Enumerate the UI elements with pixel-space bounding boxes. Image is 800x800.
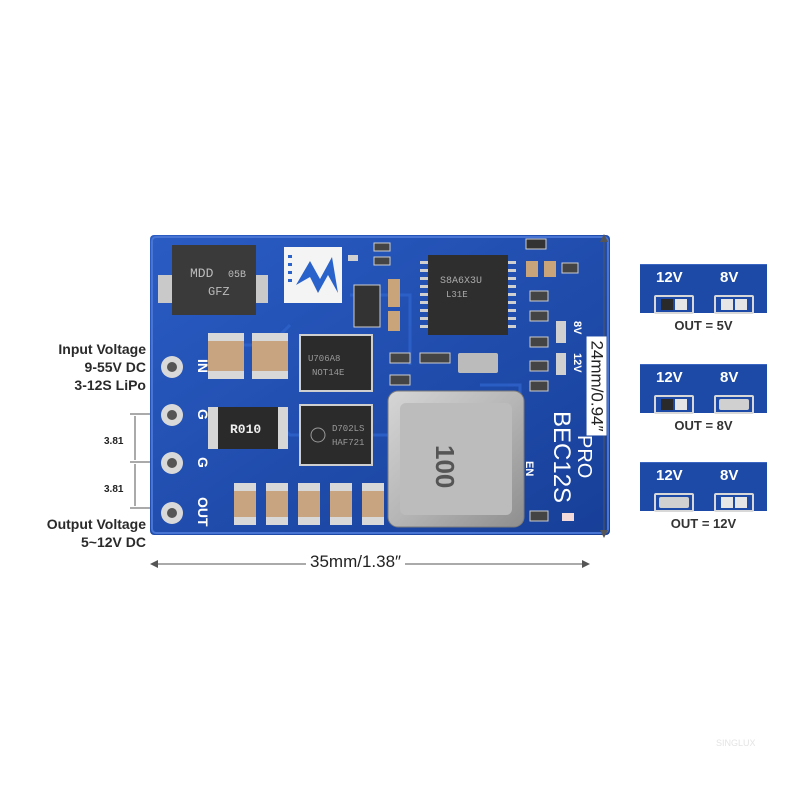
svg-text:MDD: MDD — [190, 266, 214, 281]
pitch-label-1: 3.81 — [104, 436, 124, 447]
svg-text:05B: 05B — [228, 270, 246, 281]
svg-text:HAF721: HAF721 — [332, 438, 364, 448]
pad-label-g2: G — [195, 457, 211, 468]
svg-text:L31E: L31E — [446, 290, 468, 300]
jumper-caption-12v: OUT = 12V — [670, 516, 737, 531]
svg-text:U706A8: U706A8 — [308, 354, 340, 364]
height-dimension-label: 24mm/0.94″ — [586, 336, 607, 436]
output-voltage-title: Output Voltage — [46, 516, 146, 532]
output-voltage-range: 5~12V DC — [81, 534, 146, 550]
input-voltage-title: Input Voltage — [58, 341, 146, 357]
jumper-caption-8v: OUT = 8V — [674, 418, 733, 433]
jumper-caption-5v: OUT = 5V — [674, 318, 733, 333]
svg-text:D702LS: D702LS — [332, 424, 364, 434]
svg-text:S8A6X3U: S8A6X3U — [440, 276, 482, 287]
input-voltage-range: 9-55V DC — [84, 359, 146, 375]
svg-text:GFZ: GFZ — [208, 285, 230, 299]
pad-label-out: OUT — [195, 497, 211, 527]
svg-text:NOT14E: NOT14E — [312, 368, 344, 378]
pad-label-in: IN — [195, 359, 211, 373]
svg-text:EN: EN — [523, 461, 535, 476]
pad-label-g1: G — [195, 409, 211, 420]
svg-text:12V: 12V — [571, 353, 583, 373]
svg-text:8V: 8V — [571, 321, 583, 335]
jumper-diagram-5v: 12V 8V — [640, 264, 767, 314]
jumper-diagram-12v: 12V 8V — [640, 462, 767, 512]
pitch-label-2: 3.81 — [104, 484, 124, 495]
svg-text:R010: R010 — [230, 422, 261, 437]
bec-pcb-board: IN G G OUT MDD 05B GFZ S8A6X3U L31E — [150, 235, 610, 535]
svg-text:PRO: PRO — [573, 435, 595, 478]
watermark: SINGLUX — [716, 738, 756, 748]
width-dimension-label: 35mm/1.38″ — [306, 552, 406, 572]
svg-text:BEC12S: BEC12S — [548, 411, 575, 503]
input-lipo-range: 3-12S LiPo — [74, 377, 146, 393]
jumper-diagram-8v: 12V 8V — [640, 364, 767, 414]
svg-text:100: 100 — [430, 445, 460, 488]
